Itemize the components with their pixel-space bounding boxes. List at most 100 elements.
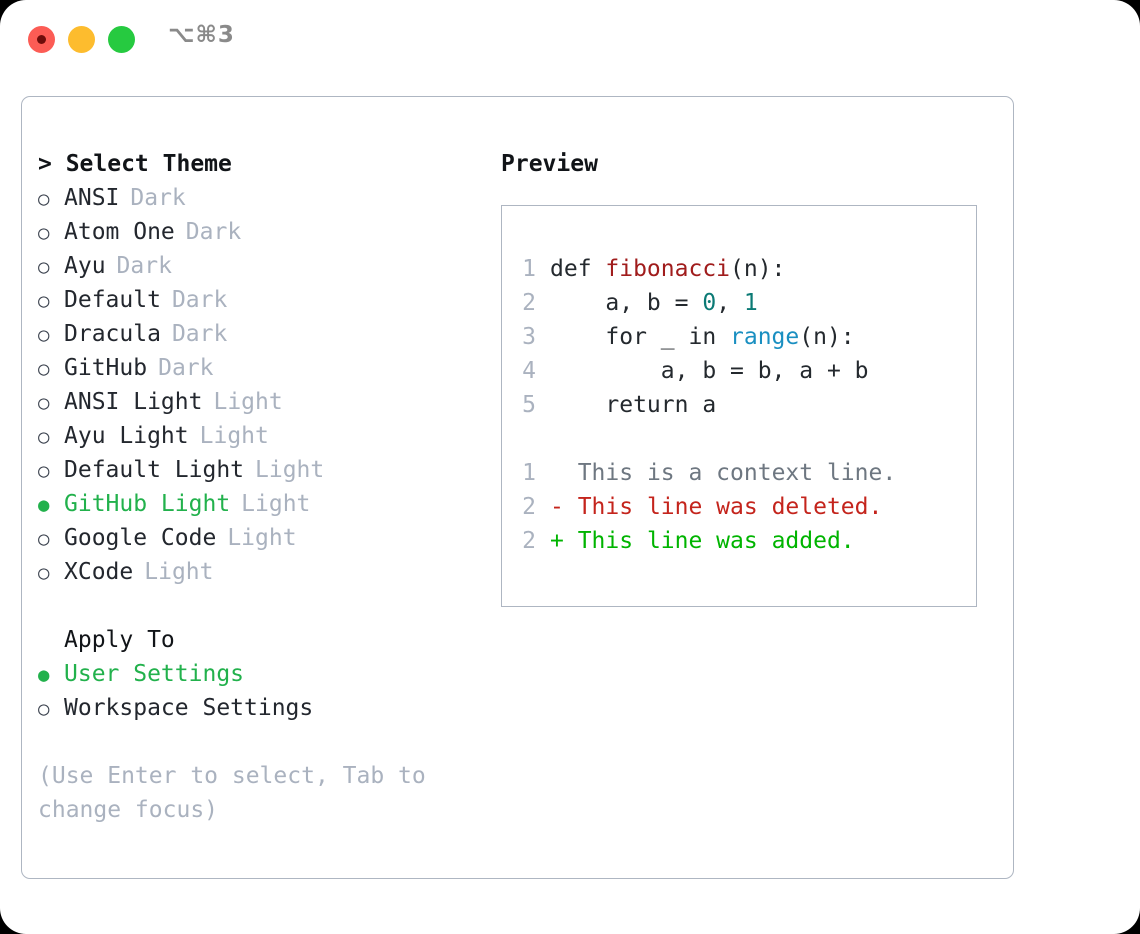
radio-selected-icon: ● <box>38 494 50 516</box>
code-token-number: 1 <box>743 290 758 316</box>
code-token-plain: for _ in <box>550 324 731 350</box>
theme-option-category: Dark <box>130 185 186 211</box>
diff-line-number: 2 <box>522 528 536 554</box>
code-token-number: 0 <box>702 290 717 316</box>
theme-option-xcode[interactable]: ○ XCode Light <box>38 555 488 589</box>
code-token-plain: (n): <box>799 324 855 350</box>
apply-to-heading: Apply To <box>64 627 175 653</box>
radio-unselected-icon: ○ <box>38 460 50 482</box>
code-line-number: 5 <box>522 392 536 418</box>
title-bar: ⌥⌘3 <box>0 0 1140 78</box>
radio-unselected-icon: ○ <box>38 698 50 720</box>
diff-marker-deleted: - <box>550 494 578 520</box>
theme-option-label: ANSI Light <box>64 389 203 415</box>
theme-option-label: Default <box>64 287 161 313</box>
code-line-number: 1 <box>522 256 536 282</box>
diff-line-deleted: 2- This line was deleted. <box>522 490 896 524</box>
theme-option-label: Google Code <box>64 525 217 551</box>
theme-option-category: Light <box>199 423 269 449</box>
diff-line-text: This is a context line. <box>577 460 897 486</box>
theme-option-label: Atom One <box>64 219 175 245</box>
code-preview: 1 def fibonacci (n): 2 a, b = 0, 1 3 for _ i… <box>522 252 896 558</box>
theme-option-label: GitHub Light <box>64 491 231 517</box>
radio-unselected-icon: ○ <box>38 324 50 346</box>
theme-option-label: Ayu Light <box>64 423 189 449</box>
code-line-number: 4 <box>522 358 536 384</box>
minimize-button-icon[interactable] <box>68 26 95 53</box>
apply-to-section: Apply To ● User Settings ○ Workspace Settin… <box>38 623 488 725</box>
theme-option-label: Default Light <box>64 457 245 483</box>
apply-to-option-workspace-settings[interactable]: ○ Workspace Settings <box>38 691 488 725</box>
zoom-button-icon[interactable] <box>108 26 135 53</box>
close-button-icon[interactable] <box>28 26 55 53</box>
traffic-lights <box>28 26 135 53</box>
code-token-plain: return a <box>550 392 717 418</box>
diff-line-context: 1 This is a context line. <box>522 456 896 490</box>
theme-option-category: Light <box>241 491 311 517</box>
theme-option-category: Light <box>144 559 214 585</box>
diff-marker-added: + <box>550 528 578 554</box>
preview-column: Preview 1 def fibonacci (n): 2 a, b = 0, 1 3… <box>501 147 996 607</box>
apply-to-option-label: Workspace Settings <box>64 695 314 721</box>
theme-option-category: Light <box>213 389 283 415</box>
theme-option-label: GitHub <box>64 355 148 381</box>
theme-option-label: ANSI <box>64 185 120 211</box>
code-line-number: 3 <box>522 324 536 350</box>
keyboard-hint-text: (Use Enter to select, Tab to change focu… <box>38 763 440 823</box>
theme-option-category: Dark <box>158 355 214 381</box>
diff-line-added: 2 + This line was added. <box>522 524 896 558</box>
radio-unselected-icon: ○ <box>38 528 50 550</box>
radio-selected-icon: ● <box>38 664 50 686</box>
radio-unselected-icon: ○ <box>38 358 50 380</box>
code-token-plain: , <box>716 290 744 316</box>
preview-box: 1 def fibonacci (n): 2 a, b = 0, 1 3 for _ i… <box>501 205 977 607</box>
code-line: 5 return a <box>522 388 896 422</box>
preview-heading: Preview <box>501 151 598 177</box>
code-line: 4 a, b = b, a + b <box>522 354 896 388</box>
theme-option-ansi-light[interactable]: ○ ANSI Light Light <box>38 385 488 419</box>
theme-option-category: Light <box>227 525 297 551</box>
theme-option-label: XCode <box>64 559 134 585</box>
apply-to-option-label: User Settings <box>64 661 245 687</box>
theme-option-default-light[interactable]: ○ Default Light Light <box>38 453 488 487</box>
radio-unselected-icon: ○ <box>38 290 50 312</box>
theme-option-category: Light <box>255 457 325 483</box>
theme-option-ayu[interactable]: ○ Ayu Dark <box>38 249 488 283</box>
radio-unselected-icon: ○ <box>38 222 50 244</box>
radio-unselected-icon: ○ <box>38 392 50 414</box>
theme-option-google-code[interactable]: ○ Google Code Light <box>38 521 488 555</box>
apply-to-option-list: ● User Settings ○ Workspace Settings <box>38 657 488 725</box>
code-token-plain: a, b = <box>550 290 703 316</box>
theme-option-default[interactable]: ○ Default Dark <box>38 283 488 317</box>
radio-unselected-icon: ○ <box>38 562 50 584</box>
diff-line-text: This line was added. <box>577 528 855 554</box>
theme-option-category: Dark <box>116 253 172 279</box>
keyboard-shortcut-label: ⌥⌘3 <box>168 22 235 48</box>
code-line-number: 2 <box>522 290 536 316</box>
diff-line-number: 2 <box>522 494 536 520</box>
theme-option-github[interactable]: ○ GitHub Dark <box>38 351 488 385</box>
diff-marker-context <box>550 456 578 490</box>
code-token-function: fibonacci <box>605 256 731 282</box>
theme-option-category: Dark <box>171 287 228 313</box>
code-token-plain: def <box>550 256 606 282</box>
radio-unselected-icon: ○ <box>38 256 50 278</box>
code-line: 3 for _ in range(n): <box>522 320 896 354</box>
code-preview-separator <box>522 422 896 456</box>
theme-option-label: Dracula <box>64 321 161 347</box>
theme-option-label: Ayu <box>64 253 106 279</box>
apply-to-option-user-settings[interactable]: ● User Settings <box>38 657 488 691</box>
code-token-builtin: range <box>730 324 800 350</box>
diff-line-text: This line was deleted. <box>577 494 883 520</box>
theme-option-github-light[interactable]: ● GitHub Light Light <box>38 487 488 521</box>
